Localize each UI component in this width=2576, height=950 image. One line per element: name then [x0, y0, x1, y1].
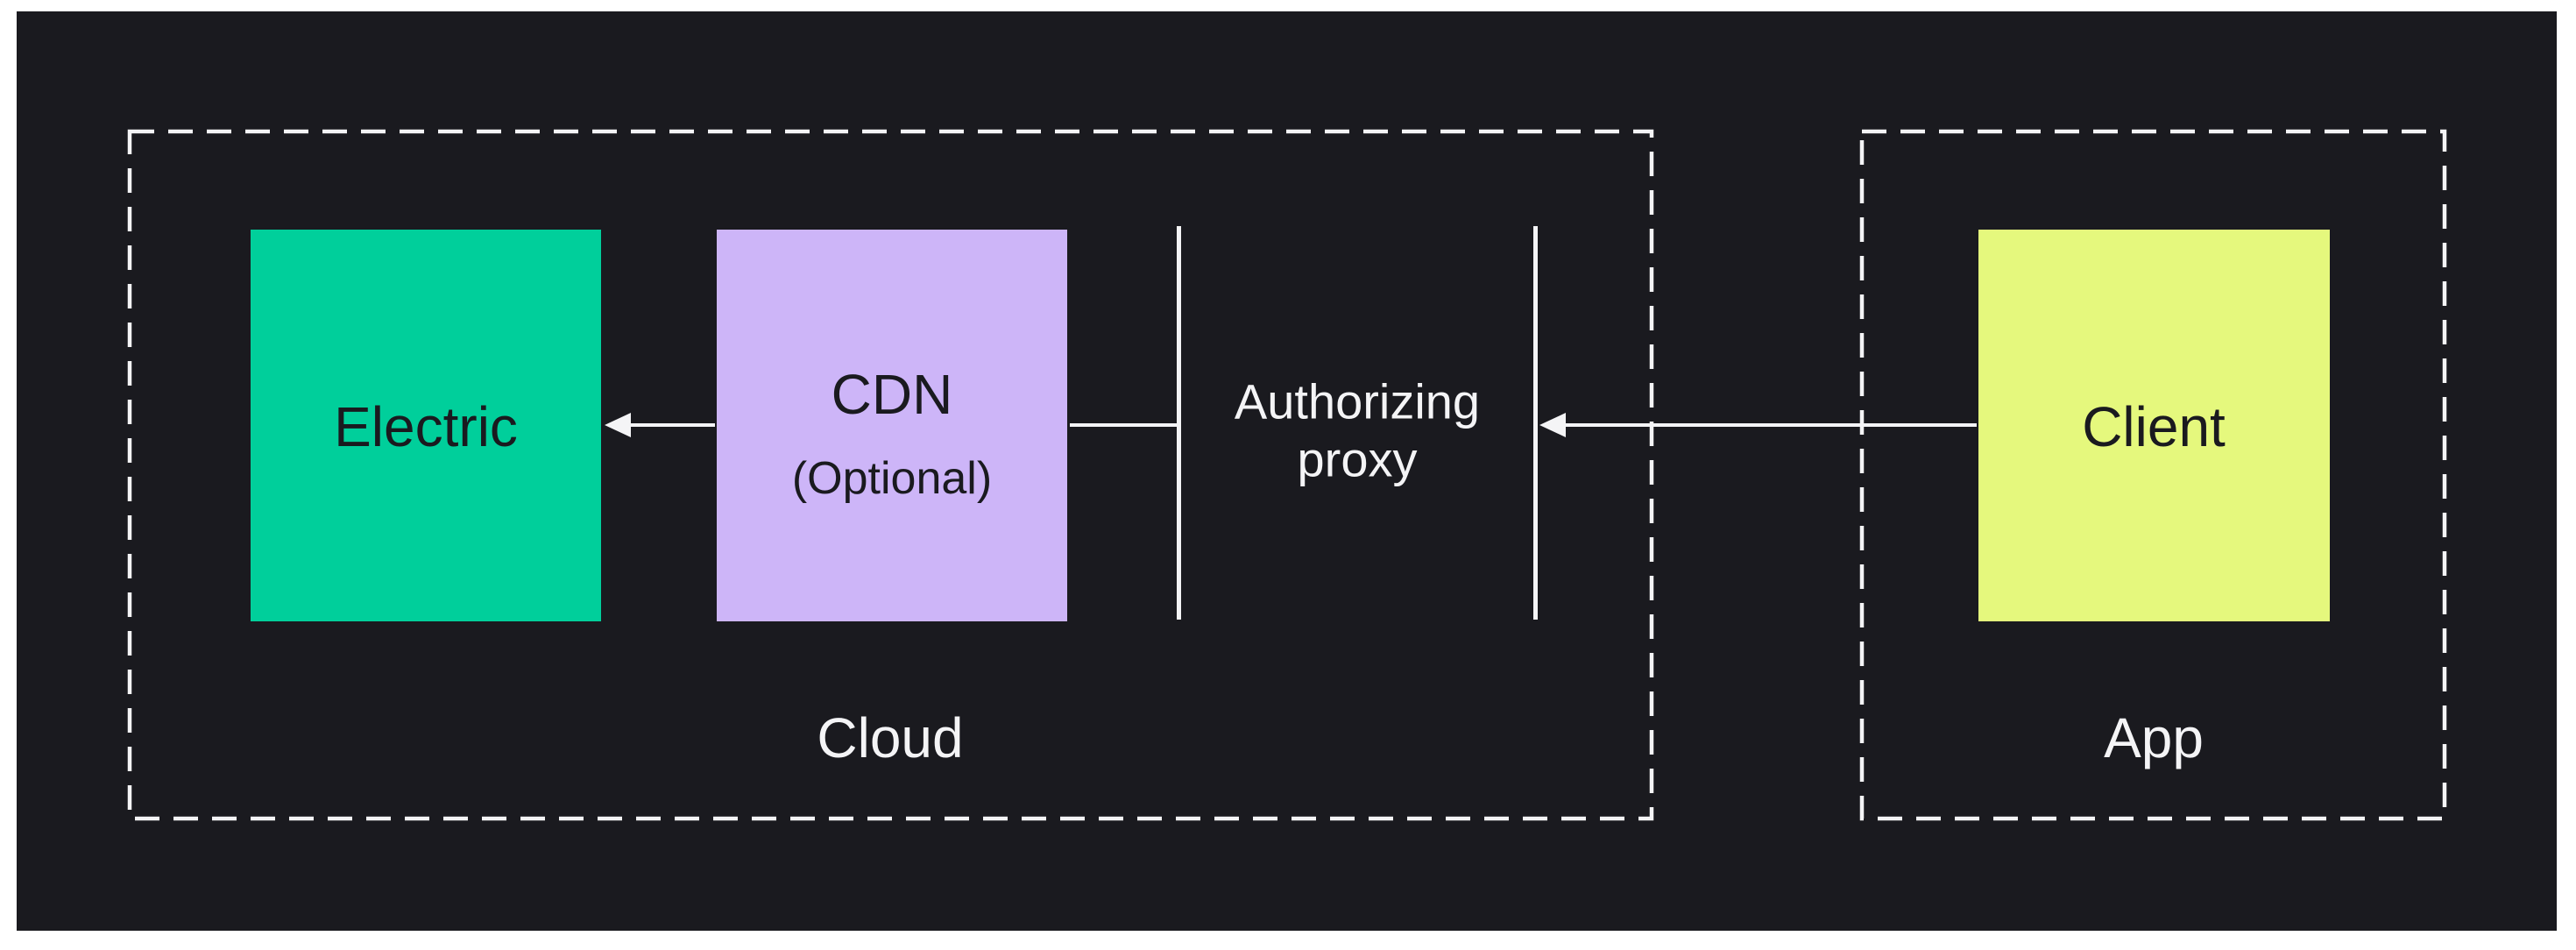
cdn-node-label: CDN	[832, 363, 953, 426]
electric-node-label: Electric	[334, 395, 518, 458]
proxy-label-line2: proxy	[1298, 432, 1418, 487]
cdn-node-sublabel: (Optional)	[792, 453, 992, 504]
proxy-label-line1: Authorizing	[1235, 374, 1480, 429]
client-node	[1978, 230, 2330, 621]
cloud-group-border	[127, 129, 1654, 821]
cloud-group-label: Cloud	[817, 706, 963, 769]
app-group-label: App	[2104, 706, 2204, 769]
client-node-label: Client	[2082, 395, 2226, 458]
cdn-node	[717, 230, 1067, 621]
electric-node	[251, 230, 601, 621]
edge-client-to-proxy-arrowhead-icon	[1539, 413, 1566, 437]
app-group-border	[1859, 129, 2447, 821]
edge-cdn-to-electric-arrowhead-icon	[605, 413, 631, 437]
